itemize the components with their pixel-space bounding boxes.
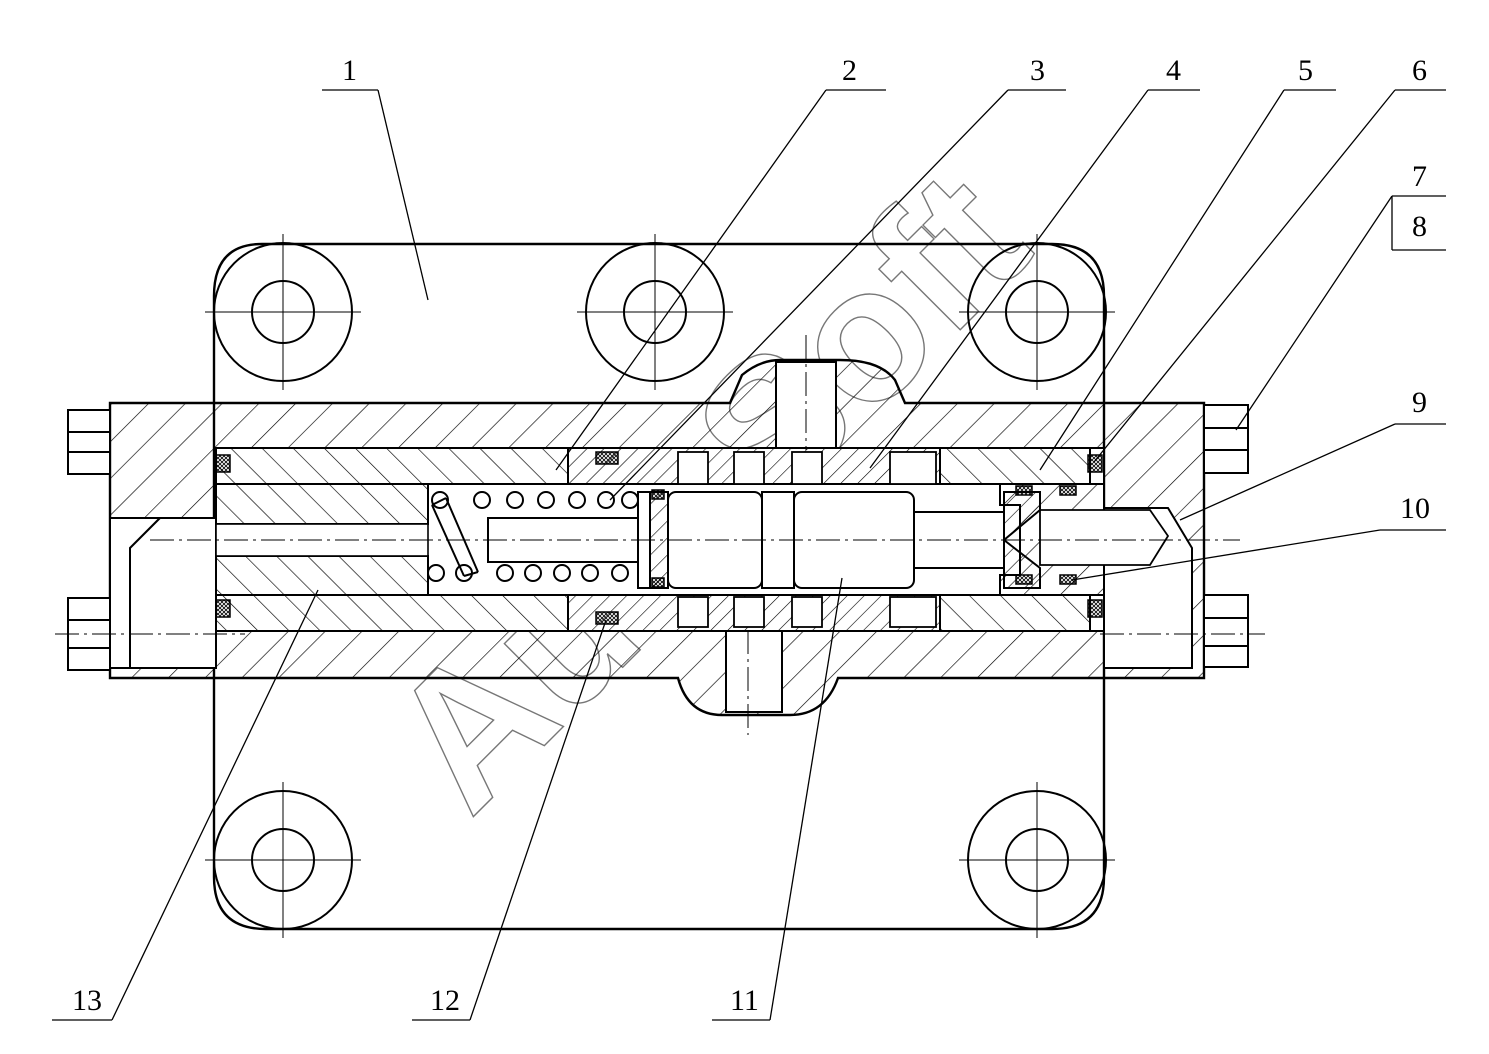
part-label-10: 10	[1400, 492, 1430, 525]
part-label-11: 11	[730, 984, 759, 1017]
part-label-7: 7	[1412, 160, 1427, 193]
part-label-6: 6	[1412, 54, 1427, 87]
part-label-1: 1	[342, 54, 357, 87]
part-label-9: 9	[1412, 386, 1427, 419]
part-label-12: 12	[430, 984, 460, 1017]
leader-lines	[52, 89, 1446, 1021]
base-plate	[212, 242, 1106, 931]
sleeve-ports	[677, 451, 937, 628]
part-label-5: 5	[1298, 54, 1313, 87]
centerlines	[55, 335, 1265, 735]
part-label-3: 3	[1030, 54, 1045, 87]
part-labels: 1 2 3 4 5 6 7 8 9 10 11 12 13	[72, 54, 1430, 1017]
left-sleeve	[215, 447, 569, 632]
part-label-2: 2	[842, 54, 857, 87]
part-label-4: 4	[1166, 54, 1181, 87]
end-bolts	[67, 404, 1249, 671]
part-label-8: 8	[1412, 210, 1427, 243]
part-label-13: 13	[72, 984, 102, 1017]
seals	[215, 451, 1103, 625]
